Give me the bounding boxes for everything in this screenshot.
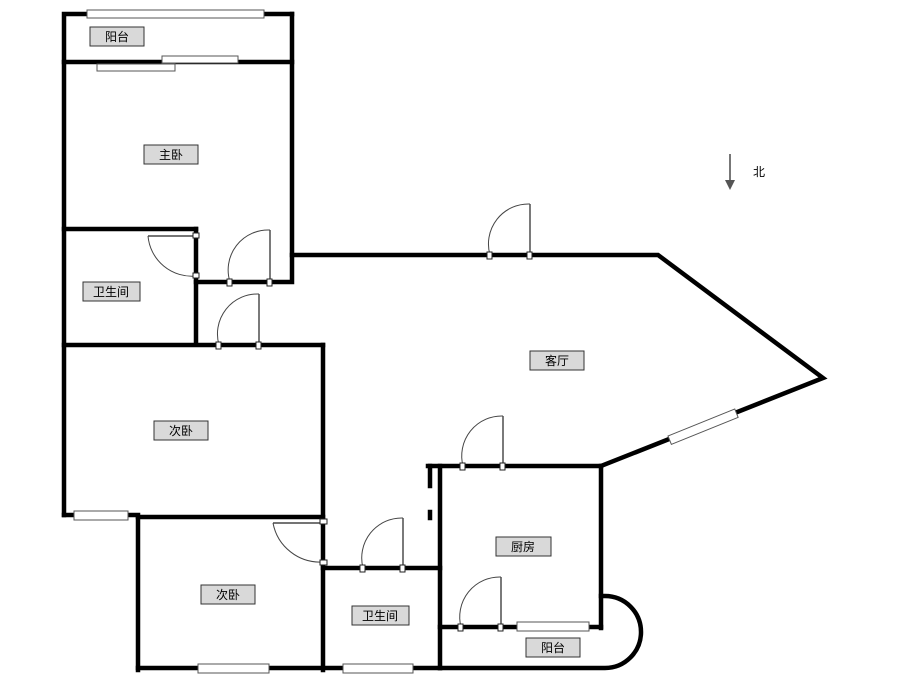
room-label-kitchen: 厨房 [495, 536, 552, 557]
svg-text:厨房: 厨房 [511, 539, 535, 554]
compass-label: 北 [753, 165, 765, 179]
room-label-balcony-bottom: 阳台 [525, 637, 581, 658]
room-label-balcony-top: 阳台 [89, 26, 145, 47]
arrow-down-icon [725, 154, 735, 190]
room-label-bathroom-1: 卫生间 [82, 281, 141, 302]
door-kitchen[interactable] [459, 415, 506, 471]
room-label-second-bedroom-2: 次卧 [200, 584, 256, 605]
svg-text:主卧: 主卧 [159, 148, 183, 162]
walls [61, 11, 828, 673]
wall-balcony-curve [437, 593, 644, 671]
window-balcony-inner-1 [96, 63, 176, 72]
room-label-living-room: 客厅 [529, 350, 585, 371]
windows [73, 9, 739, 674]
door-master-bedroom[interactable] [226, 229, 273, 287]
svg-text:阳台: 阳台 [105, 29, 129, 44]
svg-text:客厅: 客厅 [545, 353, 569, 368]
door-bedroom-2[interactable] [215, 293, 262, 350]
window-bedroom2 [73, 510, 129, 521]
door-balcony-bottom[interactable] [457, 576, 504, 632]
window-bedroom3 [197, 663, 270, 674]
door-bathroom-2[interactable] [359, 517, 406, 573]
window-balcony-top [86, 9, 265, 19]
wall-bedroom2-bottom [61, 512, 141, 673]
door-living-north[interactable] [486, 203, 533, 260]
wall-east-upper [193, 11, 295, 346]
room-label-bathroom-2: 卫生间 [351, 605, 410, 626]
room-labels: 阳台 主卧 卫生间 客厅 次卧 厨房 次卧 卫生间 [82, 26, 585, 658]
compass: 北 [725, 154, 765, 190]
svg-text:次卧: 次卧 [169, 424, 193, 438]
window-kitchen [516, 621, 590, 632]
svg-text:卫生间: 卫生间 [93, 285, 129, 299]
room-label-master-bedroom: 主卧 [143, 144, 199, 165]
svg-text:卫生间: 卫生间 [362, 609, 398, 623]
window-living [667, 408, 739, 445]
room-label-second-bedroom-1: 次卧 [153, 420, 209, 441]
svg-text:阳台: 阳台 [541, 640, 565, 655]
window-bath2 [342, 663, 414, 674]
door-bedroom-3[interactable] [272, 518, 328, 566]
svg-text:次卧: 次卧 [216, 588, 240, 602]
door-bathroom-1[interactable] [147, 232, 200, 279]
window-balcony-inner-2 [161, 55, 239, 64]
doors [147, 203, 533, 632]
